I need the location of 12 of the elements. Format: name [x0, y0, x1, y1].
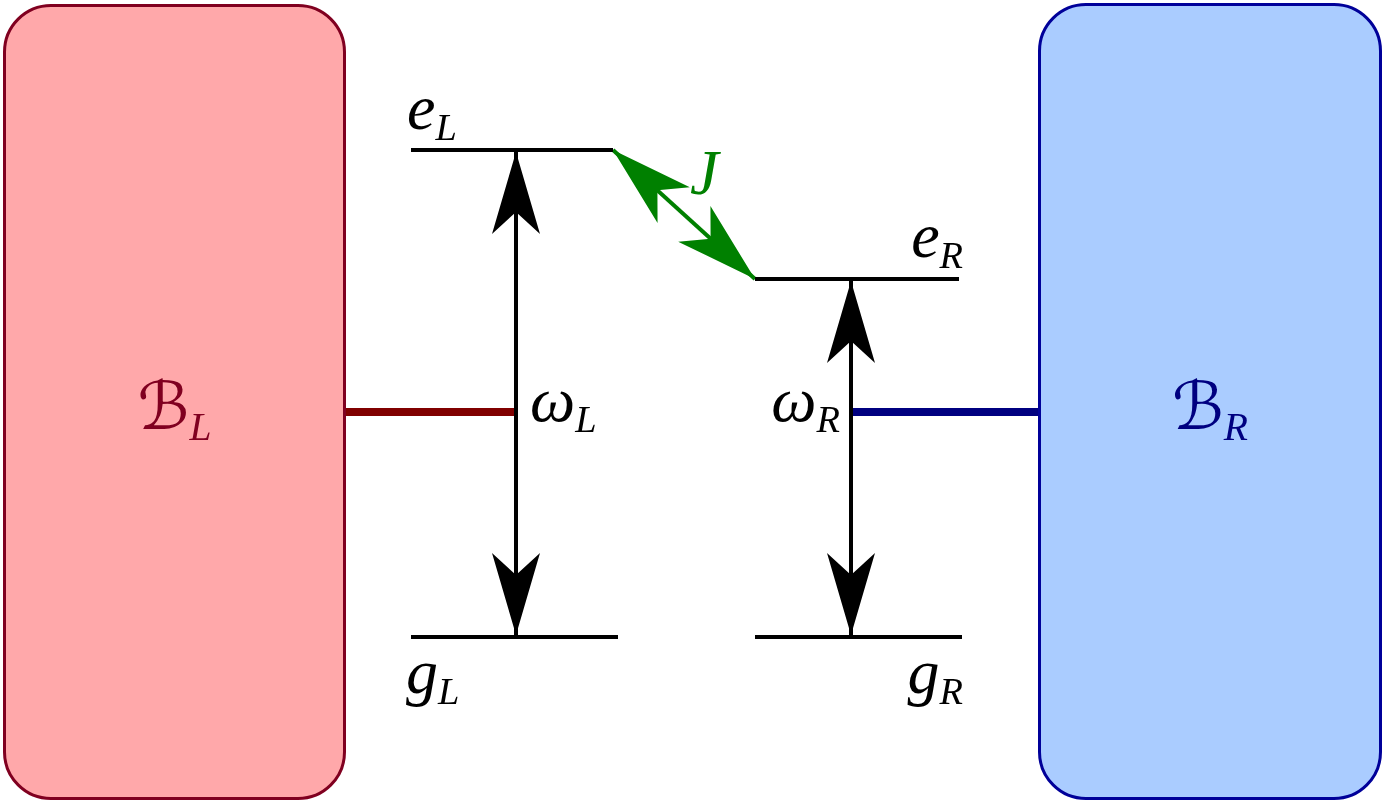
level-label: e$_{R}$	[911, 204, 963, 268]
level-label: e$_{L}$	[407, 76, 457, 140]
edge-label: ω$_{L}$	[530, 368, 597, 432]
double-arrow	[611, 148, 757, 281]
edge-label: ω$_{R}$	[771, 368, 840, 432]
double-arrow	[827, 281, 875, 635]
edge-label: J	[690, 141, 719, 205]
double-arrow	[492, 152, 540, 635]
reservoir-label: ℬ$_{L}$	[137, 374, 212, 440]
reservoir-box	[3, 4, 346, 800]
reservoir-box	[1038, 3, 1382, 800]
reservoir-label: ℬ$_{R}$	[1171, 374, 1249, 440]
